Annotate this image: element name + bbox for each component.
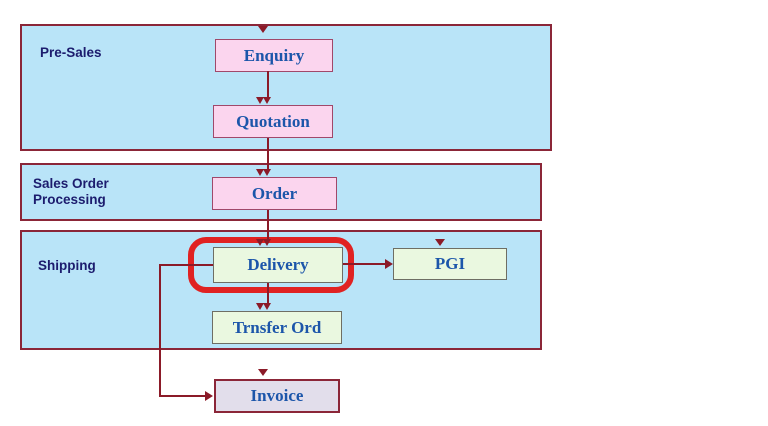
band-label-shipping: Shipping (38, 258, 96, 273)
arrow-triangle (263, 303, 271, 310)
edge-delivery-invoice-h1 (159, 264, 213, 266)
node-invoice: Invoice (214, 379, 340, 413)
arrow-triangle (263, 239, 271, 246)
node-delivery: Delivery (213, 247, 343, 283)
arrowhead-into-delivery (256, 239, 271, 246)
arrowhead-into-pgi (435, 239, 445, 246)
arrow-triangle (263, 97, 271, 104)
band-label-pre-sales: Pre-Sales (40, 45, 102, 60)
edge-enquiry-quotation (267, 71, 269, 99)
edge-order-delivery (267, 210, 269, 241)
arrowhead-right-into-pgi (385, 259, 393, 269)
node-enquiry: Enquiry (215, 39, 333, 72)
arrowhead-into-enquiry (258, 26, 268, 33)
edge-delivery-invoice-h2 (159, 395, 206, 397)
edge-quotation-order (267, 138, 269, 170)
edge-delivery-transfer-order (267, 283, 269, 304)
node-transfer-order: Trnsfer Ord (212, 311, 342, 344)
arrowhead-into-quotation (256, 97, 271, 104)
arrowhead-into-invoice (258, 369, 268, 376)
arrowhead-right-into-invoice (205, 391, 213, 401)
arrowhead-into-transfer-order (256, 303, 271, 310)
arrowhead-into-order (256, 169, 271, 176)
node-order: Order (212, 177, 337, 210)
edge-delivery-invoice-v (159, 264, 161, 397)
arrow-triangle (263, 169, 271, 176)
arrow-triangle (256, 239, 264, 246)
arrow-triangle (256, 169, 264, 176)
arrow-triangle (256, 97, 264, 104)
band-label-sales-order-processing: Sales Order Processing (33, 176, 109, 208)
node-pgi: PGI (393, 248, 507, 280)
node-quotation: Quotation (213, 105, 333, 138)
arrow-triangle (256, 303, 264, 310)
edge-delivery-pgi (343, 263, 386, 265)
